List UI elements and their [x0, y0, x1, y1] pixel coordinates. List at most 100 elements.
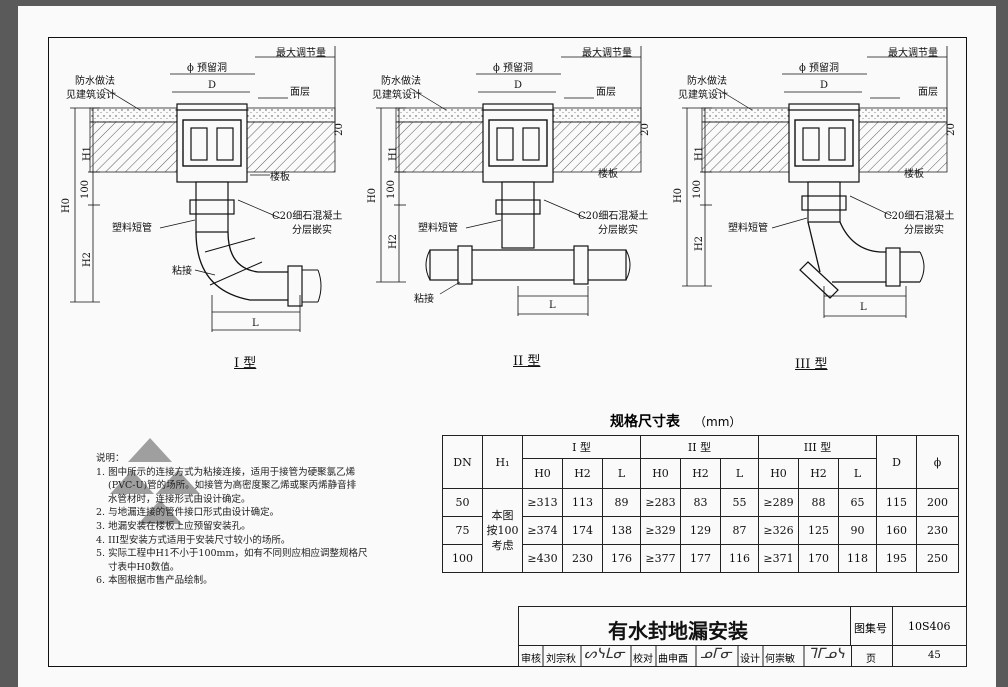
max-adjust-label: 最大调节量	[582, 48, 632, 59]
design-name: 何崇敏	[765, 654, 795, 665]
type-2-drawing	[376, 46, 642, 316]
atlas-label: 图集号	[854, 622, 887, 635]
l-label: L	[549, 300, 556, 311]
20-label: 20	[639, 123, 651, 136]
cell-t1-h2: 113	[562, 488, 603, 517]
100-label: 100	[386, 179, 398, 200]
h1-label: H1	[388, 145, 400, 162]
subheader-l: L	[838, 458, 877, 489]
subheader-h2: H2	[562, 458, 603, 489]
header-type-3: III 型	[758, 435, 877, 459]
check-label: 校对	[633, 654, 653, 665]
cell-t1-h2: 174	[562, 516, 603, 545]
surface-label: 面层	[596, 87, 616, 98]
h1-note-line: 本图	[491, 509, 514, 522]
watermark-logo	[110, 438, 200, 524]
note-line: 4. III型安装方式适用于安装尺寸较小的场所。	[96, 534, 291, 546]
note-line: 5. 实际工程中H1不小于100mm，如有不同则应相应调整规格尺	[96, 548, 368, 560]
floor-slab-label: 楼板	[598, 169, 618, 180]
note-line: 6. 本图根据市售产品绘制。	[96, 575, 213, 587]
cell-t1-l: 176	[602, 544, 641, 573]
waterproof-label-2: 见建筑设计	[66, 90, 116, 101]
check-signature: ᓄᒥᓂ	[700, 646, 732, 662]
cell-t1-h0: ≥430	[522, 544, 563, 573]
drain-body	[176, 103, 248, 183]
type-2-caption: II 型	[513, 354, 541, 369]
glue-label: 粘接	[172, 266, 192, 277]
subheader-l: L	[602, 458, 641, 489]
h1-note-line: 按100	[486, 524, 519, 537]
cell-t3-h2: 125	[798, 516, 839, 545]
h1-label: H1	[82, 145, 94, 162]
h1-label: H1	[694, 145, 706, 162]
floor-slab-label: 楼板	[904, 169, 924, 180]
drawing-title: 有水封地漏安装	[608, 619, 748, 643]
spec-table-title-text: 规格尺寸表	[610, 414, 680, 430]
waterproof-label-2: 见建筑设计	[678, 90, 728, 101]
type-1-drawing	[70, 46, 336, 332]
cell-t1-h2: 230	[562, 544, 603, 573]
cell-d: 160	[876, 516, 917, 545]
atlas-number: 10S406	[908, 620, 951, 633]
subheader-h0: H0	[758, 458, 799, 489]
subheader-h0: H0	[640, 458, 681, 489]
notes-block: 说明： 1. 图中所示的连接方式为粘接连接，适用于接管为硬聚氯乙烯 (PVC-U…	[96, 452, 426, 588]
floor-slab-label: 楼板	[270, 172, 290, 183]
h0-label: H0	[673, 187, 685, 204]
concrete-label-2: 分层嵌实	[598, 225, 638, 236]
cell-t3-l: 118	[838, 544, 877, 573]
plastic-pipe-label: 塑料短管	[418, 223, 458, 234]
cell-t2-h0: ≥283	[640, 488, 681, 517]
note-line: 1. 图中所示的连接方式为粘接连接，适用于接管为硬聚氯乙烯	[96, 466, 356, 478]
type-3-caption: III 型	[795, 357, 828, 372]
waterproof-label: 防水做法	[75, 76, 115, 87]
cell-dn: 50	[442, 488, 483, 517]
surface-label: 面层	[290, 87, 310, 98]
note-line: 寸表中H0数值。	[108, 561, 180, 573]
cell-h1-note: 本图 按100 考虑	[482, 488, 523, 573]
cell-t3-h0: ≥371	[758, 544, 799, 573]
glue-label: 粘接	[414, 294, 434, 305]
cell-t2-h2: 129	[680, 516, 721, 545]
cell-t3-h2: 88	[798, 488, 839, 517]
cell-dn: 75	[442, 516, 483, 545]
l-label: L	[252, 318, 259, 329]
review-signature: ᔕᓭᒪᓂ	[584, 646, 625, 662]
spec-table-title: 规格尺寸表（mm）	[610, 411, 741, 431]
cell-t1-l: 138	[602, 516, 641, 545]
100-label: 100	[692, 179, 704, 200]
type-1-caption: I 型	[234, 356, 257, 371]
d-label: D	[820, 80, 829, 91]
plastic-pipe-label: 塑料短管	[112, 223, 152, 234]
100-label: 100	[80, 179, 92, 200]
waterproof-label-2: 见建筑设计	[372, 90, 422, 101]
cell-d: 195	[876, 544, 917, 573]
h0-label: H0	[61, 197, 73, 214]
surface-label: 面层	[918, 87, 938, 98]
cell-t2-h2: 177	[680, 544, 721, 573]
header-d: D	[876, 435, 917, 489]
cell-t1-h0: ≥313	[522, 488, 563, 517]
note-line: 水管材时，连接形式由设计确定。	[108, 493, 251, 505]
note-line: (PVC-U)管的场所。如接管为高密度聚乙烯或聚丙烯静音排	[108, 480, 357, 492]
review-name: 刘宗秋	[546, 654, 576, 665]
h2-label: H2	[694, 235, 706, 252]
reserved-hole-label: ϕ 预留洞	[493, 63, 533, 74]
20-label: 20	[333, 123, 345, 136]
page-number: 45	[928, 650, 941, 661]
h1-note-line: 考虑	[491, 539, 514, 552]
header-dn: DN	[442, 435, 483, 489]
cell-t3-h0: ≥326	[758, 516, 799, 545]
cell-t3-h0: ≥289	[758, 488, 799, 517]
check-name: 曲申酉	[658, 654, 688, 665]
concrete-label-2: 分层嵌实	[904, 225, 944, 236]
subheader-h2: H2	[680, 458, 721, 489]
cell-t2-h0: ≥377	[640, 544, 681, 573]
cell-t2-l: 87	[720, 516, 759, 545]
table-row: 100 ≥430 230 176 ≥377 177 116 ≥371 170 1…	[442, 544, 959, 573]
d-label: D	[208, 80, 217, 91]
cell-t2-h0: ≥329	[640, 516, 681, 545]
design-signature: ᒣᒥᓄᓭ	[808, 646, 845, 662]
plastic-short-pipe	[195, 181, 229, 233]
concrete-label: C20细石混凝土	[578, 211, 649, 222]
